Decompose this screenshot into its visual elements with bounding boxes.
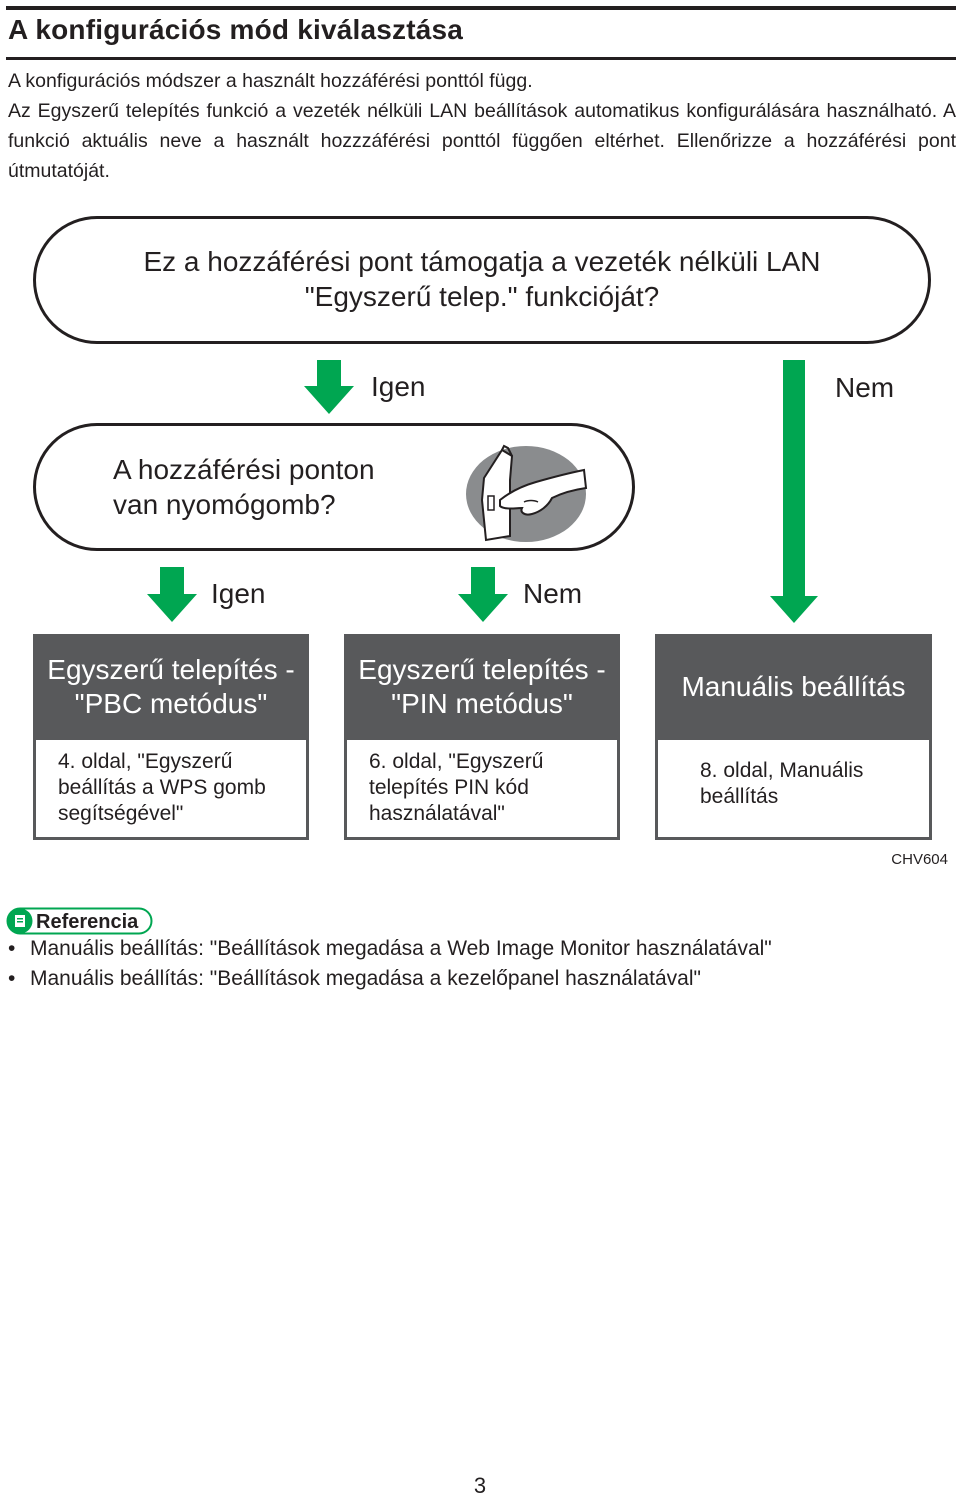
result-box-pin-title-2: "PIN metódus": [391, 688, 573, 719]
reference-badge-label: Referencia: [36, 911, 139, 933]
intro-line-1: A konfigurációs módszer a használt hozzá…: [8, 70, 533, 92]
question-2-line-1: A hozzáférési ponton: [113, 454, 375, 485]
question-2-line-2: van nyomógomb?: [113, 489, 336, 520]
q1-yes-label: Igen: [371, 371, 426, 402]
reference-item-text: Manuális beállítás: "Beállítások megadás…: [30, 967, 701, 990]
result-box-pbc-header: Egyszerű telepítés - "PBC metódus": [33, 634, 309, 740]
reference-badge: Referencia: [6, 907, 154, 940]
result-box-pin: Egyszerű telepítés - "PIN metódus" 6. ol…: [344, 634, 620, 840]
question-1-pill: [33, 216, 931, 344]
result-box-pbc: Egyszerű telepítés - "PBC metódus" 4. ol…: [33, 634, 309, 840]
intro-paragraph-2: Az Egyszerű telepítés funkció a vezeték …: [8, 100, 956, 182]
result-box-pbc-ref-3: segítségével": [58, 802, 184, 825]
result-box-manual: Manuális beállítás 8. oldal, Manuális be…: [655, 634, 932, 840]
q2-no-label: Nem: [523, 578, 583, 609]
reference-item-text: Manuális beállítás: "Beállítások megadás…: [30, 937, 772, 960]
result-box-pin-title-1: Egyszerű telepítés -: [358, 654, 606, 685]
question-1-line-1: Ez a hozzáférési pont támogatja a vezeté…: [143, 246, 821, 277]
result-box-manual-ref-2: beállítás: [700, 785, 779, 808]
intro-text: A konfigurációs módszer a használt hozzá…: [8, 66, 956, 186]
question-2-text: A hozzáférési ponton van nyomógomb?: [113, 452, 375, 522]
result-box-manual-title: Manuális beállítás: [681, 671, 906, 702]
reference-item: •Manuális beállítás: "Beállítások megadá…: [8, 937, 772, 960]
arrow-q1-no: [770, 360, 818, 623]
result-box-manual-header: Manuális beállítás: [655, 634, 932, 740]
q2-yes-label: Igen: [211, 578, 266, 609]
page-title: A konfigurációs mód kiválasztása: [8, 14, 464, 45]
result-box-pin-body: 6. oldal, "Egyszerű telepítés PIN kód ha…: [344, 740, 620, 840]
reference-item: •Manuális beállítás: "Beállítások megadá…: [8, 967, 701, 990]
result-box-pbc-ref-1: 4. oldal, "Egyszerű: [58, 750, 233, 773]
q1-no-label: Nem: [835, 372, 895, 403]
result-box-manual-ref-1: 8. oldal, Manuális: [700, 759, 864, 782]
figure-code: CHV604: [891, 851, 948, 868]
result-box-pin-ref-1: 6. oldal, "Egyszerű: [369, 750, 544, 773]
question-1-text: Ez a hozzáférési pont támogatja a vezeté…: [33, 244, 931, 314]
reference-list: •Manuális beállítás: "Beállítások megadá…: [8, 934, 772, 994]
result-box-pbc-title-2: "PBC metódus": [74, 688, 268, 719]
hand-pressing-button-icon: [466, 444, 588, 542]
result-box-pin-ref-2: telepítés PIN kód: [369, 776, 529, 799]
result-box-pbc-body: 4. oldal, "Egyszerű beállítás a WPS gomb…: [33, 740, 309, 840]
arrow-q2-no: [458, 567, 508, 622]
result-box-pbc-title-1: Egyszerű telepítés -: [47, 654, 295, 685]
result-box-pbc-ref-2: beállítás a WPS gomb: [58, 776, 266, 799]
result-box-manual-body: 8. oldal, Manuális beállítás: [655, 740, 932, 840]
flow-arrows: [147, 360, 818, 623]
top-rule: [6, 6, 956, 10]
result-box-pin-ref-3: használatával": [369, 802, 505, 825]
page-number: 3: [473, 1473, 487, 1498]
title-rule: [6, 57, 956, 60]
reference-badge-frame: Referencia: [6, 907, 153, 935]
result-box-pin-header: Egyszerű telepítés - "PIN metódus": [344, 634, 620, 740]
arrow-q1-yes: [304, 360, 354, 414]
arrow-q2-yes: [147, 567, 197, 622]
question-1-line-2: "Egyszerű telep." funkcióját?: [304, 281, 660, 312]
